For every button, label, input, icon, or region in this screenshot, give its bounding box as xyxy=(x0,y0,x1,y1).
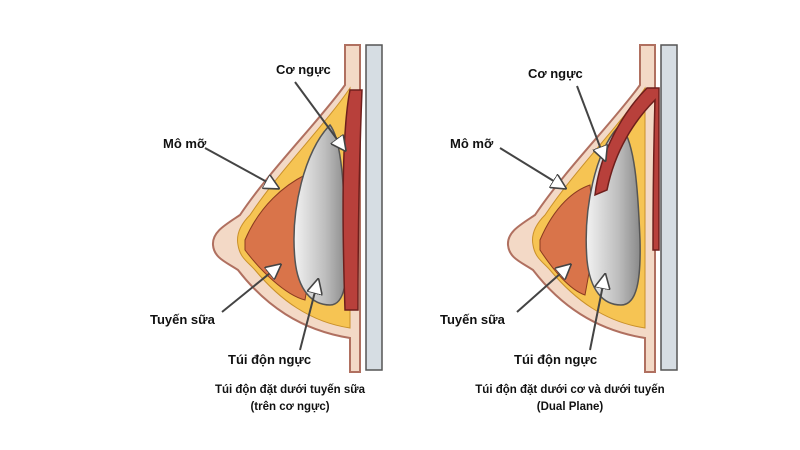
panel-subglandular xyxy=(204,44,383,373)
caption-line-1: Túi độn đặt dưới cơ và dưới tuyến xyxy=(475,384,665,396)
label-implant-left: Túi độn ngực xyxy=(228,352,312,367)
label-muscle-left: Cơ ngực xyxy=(276,62,331,77)
caption-line-2: (trên cơ ngực) xyxy=(250,401,330,413)
caption-right: Túi độn đặt dưới cơ và dưới tuyến (Dual … xyxy=(470,382,670,416)
label-gland-right: Tuyến sữa xyxy=(440,312,505,327)
caption-line-2: (Dual Plane) xyxy=(536,401,604,413)
label-gland-left: Tuyến sữa xyxy=(150,312,215,327)
pectoral-muscle xyxy=(594,87,660,251)
panel-dual-plane xyxy=(499,44,678,373)
label-fat-right: Mô mỡ xyxy=(450,136,494,151)
label-implant-right: Túi độn ngực xyxy=(514,352,598,367)
caption-line-1: Túi độn đặt dưới tuyến sữa xyxy=(214,384,366,396)
label-muscle-right: Cơ ngực xyxy=(528,66,583,81)
label-fat-left: Mô mỡ xyxy=(163,136,207,151)
caption-left: Túi độn đặt dưới tuyến sữa (trên cơ ngực… xyxy=(200,382,380,416)
rib-cage xyxy=(365,44,383,371)
rib-cage xyxy=(660,44,678,371)
